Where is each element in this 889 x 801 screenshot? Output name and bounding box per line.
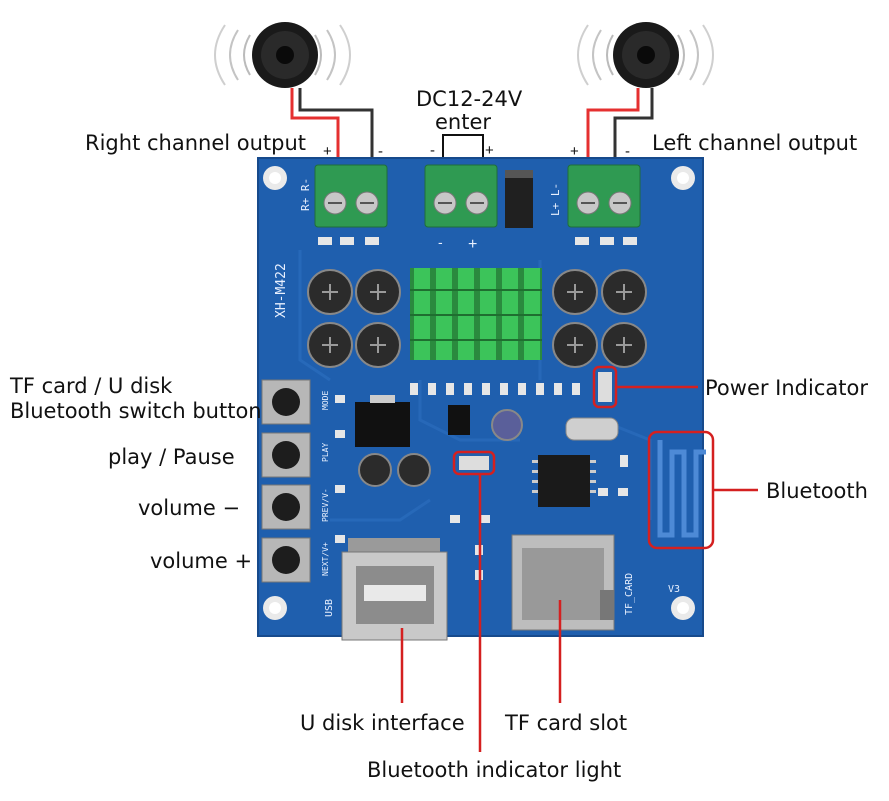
dc-terminal-block	[424, 164, 498, 228]
bluetooth-chip	[538, 455, 590, 507]
tf-usb-switch-label-line1: TF card / U disk	[10, 374, 173, 398]
prev-silk: PREV/V-	[321, 488, 330, 522]
tf-card-slot-component	[511, 534, 615, 631]
dc-board-minus: -	[438, 234, 443, 250]
left-terminal-silk: L+ L-	[549, 183, 562, 216]
version-silk-label: V3	[668, 584, 680, 595]
play-silk: PLAY	[321, 443, 330, 462]
dc-board-plus: +	[468, 236, 477, 253]
right-speaker-icon	[214, 22, 351, 88]
left-minus-mark: -	[625, 143, 630, 160]
usb-silk-label: USB	[324, 599, 335, 617]
u-disk-interface-label: U disk interface	[300, 711, 465, 735]
right-terminal-silk: R+ R-	[299, 178, 312, 211]
bluetooth-indicator-light-label: Bluetooth indicator light	[367, 758, 622, 782]
mounting-holes	[263, 166, 695, 620]
play-button[interactable]	[261, 432, 311, 478]
volume-up-label: volume +	[150, 549, 253, 573]
voltage-regulator	[355, 402, 410, 447]
right-minus-mark: -	[378, 143, 383, 160]
power-led	[598, 372, 612, 402]
right-plus-mark: +	[323, 143, 332, 160]
mode-silk: MODE	[321, 391, 330, 410]
dc-input-voltage-label: DC12-24V	[416, 87, 523, 111]
diode	[505, 170, 533, 228]
bluetooth-led	[459, 456, 489, 470]
board-model-label: XH-M422	[274, 263, 289, 318]
tf-card-slot-label: TF card slot	[505, 711, 628, 735]
next-volume-up-button[interactable]	[261, 537, 311, 583]
bluetooth-antenna	[657, 440, 706, 538]
left-speaker-icon	[577, 22, 714, 88]
left-terminal-block	[567, 164, 641, 228]
heatsink	[410, 268, 542, 360]
tf-silk-label: TF_CARD	[624, 573, 635, 615]
speaker-wires	[290, 88, 654, 162]
prev-volume-down-button[interactable]	[261, 484, 311, 530]
dc-input-enter-label: enter	[435, 110, 492, 134]
right-channel-output-label: Right channel output	[85, 131, 307, 155]
dc-input-bracket	[442, 134, 484, 166]
right-terminal-block	[314, 164, 388, 228]
left-plus-mark: +	[570, 143, 579, 160]
bluetooth-label: Bluetooth	[766, 479, 868, 503]
power-indicator-label: Power Indicator	[705, 376, 868, 400]
bluetooth-led-callout-box	[452, 450, 496, 476]
left-channel-output-label: Left channel output	[652, 131, 858, 155]
dc-plus-mark: +	[485, 142, 494, 159]
mode-button[interactable]	[261, 379, 311, 425]
tf-usb-switch-label-line2: Bluetooth switch button	[10, 399, 262, 423]
crystal	[565, 417, 619, 441]
dc-minus-mark: -	[430, 142, 435, 159]
callouts	[400, 365, 758, 752]
play-pause-label: play / Pause	[108, 445, 235, 469]
usb-port	[341, 538, 448, 641]
next-silk: NEXT/V+	[321, 542, 330, 576]
volume-down-label: volume −	[138, 496, 241, 520]
